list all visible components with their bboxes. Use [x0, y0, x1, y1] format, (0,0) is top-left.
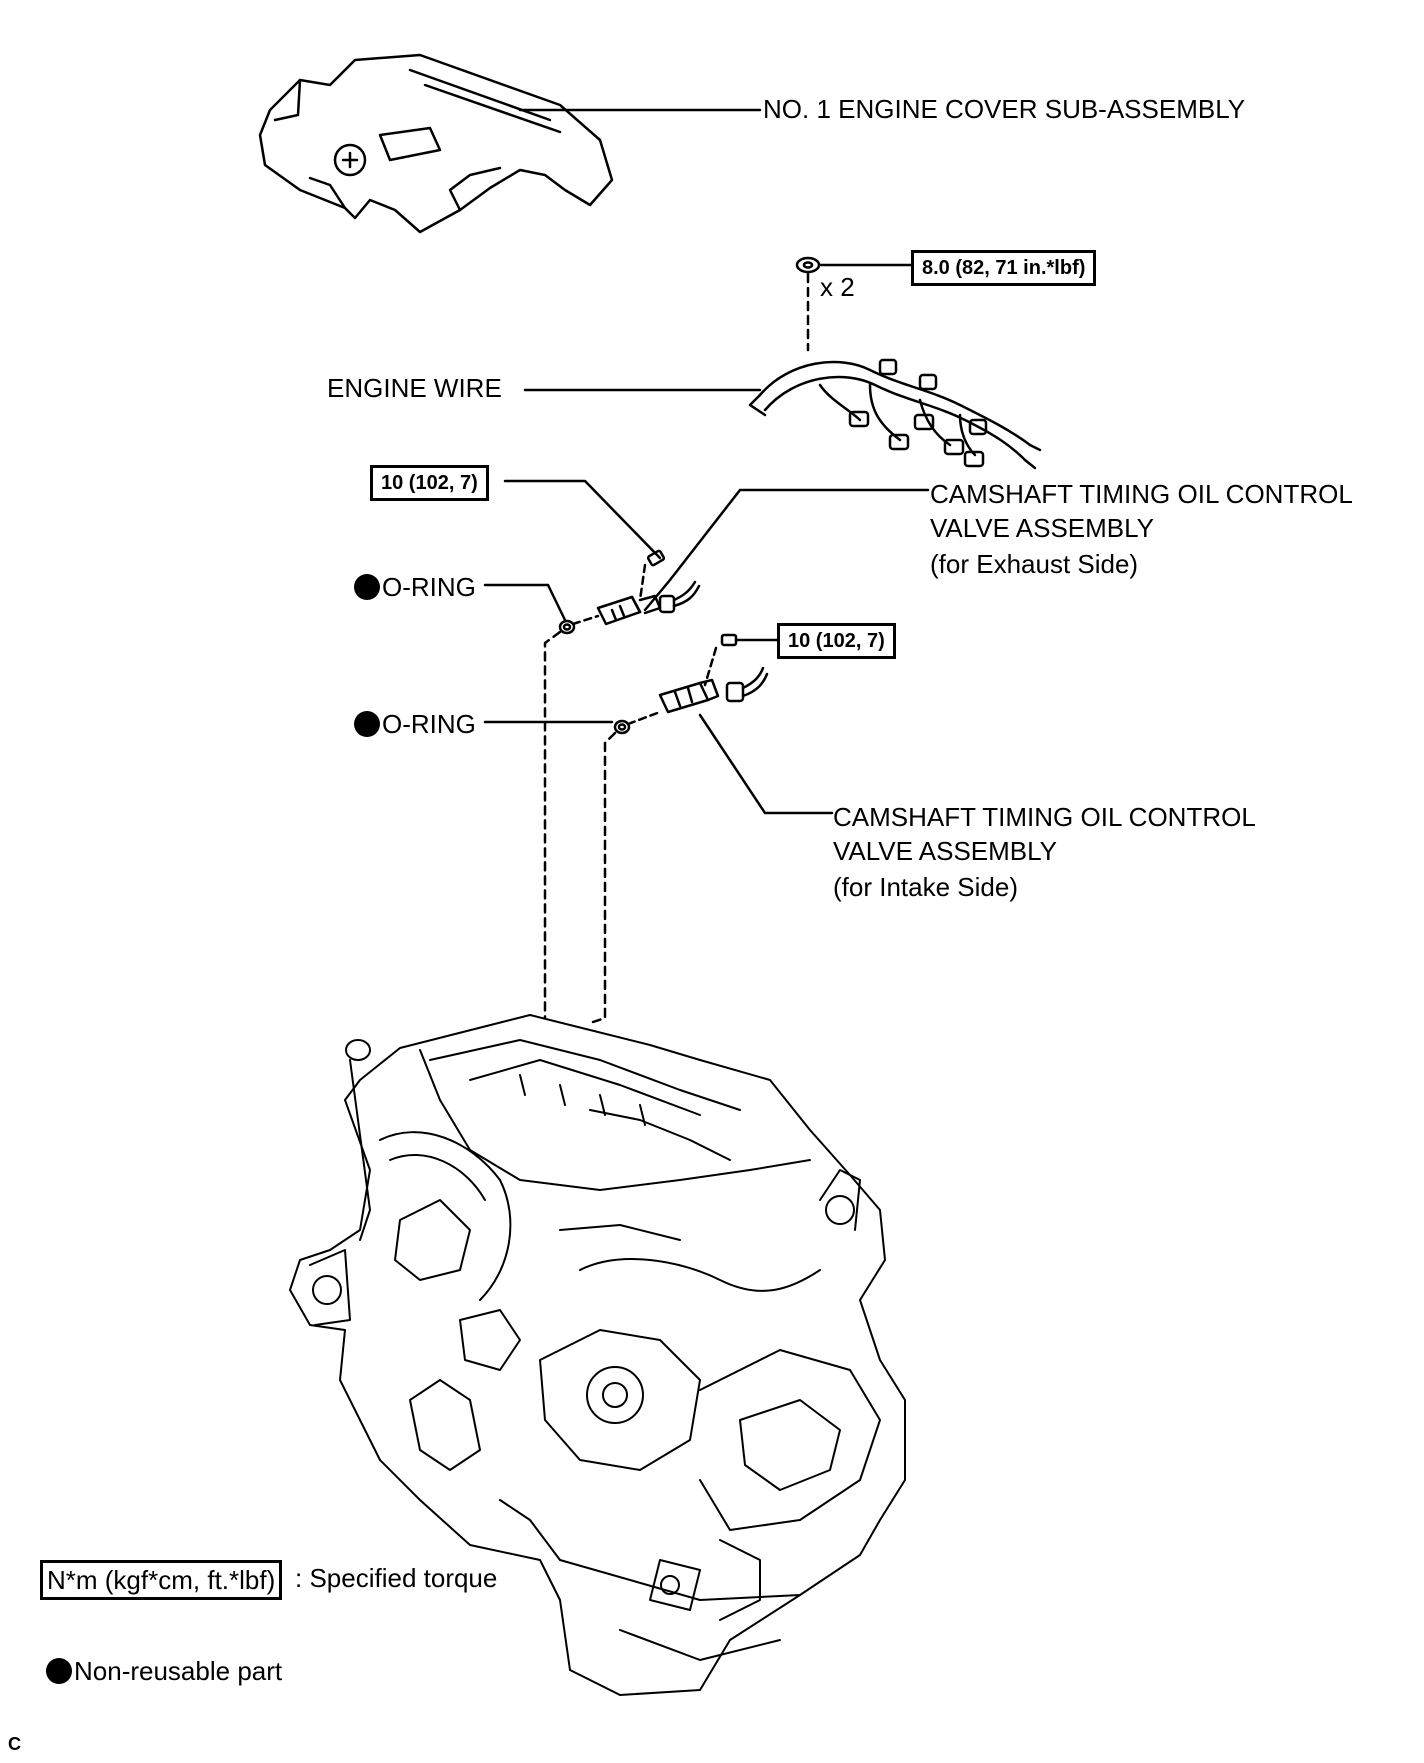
- intake-ocv-illustration: [613, 633, 834, 815]
- non-reusable-marker-icon: [354, 574, 380, 600]
- exhaust-ocv-label-line2: VALVE ASSEMBLY: [930, 513, 1154, 543]
- torque-legend-unit-box: N*m (kgf*cm, ft.*lbf): [40, 1560, 283, 1600]
- intake-ocv-label: CAMSHAFT TIMING OIL CONTROL VALVE ASSEMB…: [833, 800, 1256, 904]
- intake-bolt-torque-box: 10 (102, 7): [777, 623, 896, 659]
- engine-assembly-illustration: [289, 1014, 906, 1696]
- engine-wire-label: ENGINE WIRE: [327, 373, 502, 403]
- exhaust-bolt-torque-box: 10 (102, 7): [370, 465, 489, 501]
- exhaust-ocv-label: CAMSHAFT TIMING OIL CONTROL VALVE ASSEMB…: [930, 477, 1353, 581]
- oring-1-label: O-RING: [354, 570, 476, 604]
- non-reusable-legend-text: Non-reusable part: [74, 1656, 283, 1686]
- wire-nut-torque-box: 8.0 (82, 71 in.*lbf): [911, 250, 1097, 286]
- intake-ocv-label-line1: CAMSHAFT TIMING OIL CONTROL: [833, 802, 1256, 832]
- engine-wire-harness-illustration: [748, 358, 1042, 470]
- non-reusable-legend-icon: [46, 1658, 72, 1684]
- nut-quantity-label: x 2: [820, 272, 855, 302]
- intake-ocv-label-line3: (for Intake Side): [833, 872, 1018, 902]
- oring-2-label: O-RING: [354, 707, 476, 741]
- engine-cover-illustration: [258, 53, 614, 234]
- exhaust-ocv-illustration: [503, 479, 930, 635]
- oring-2-text: O-RING: [382, 709, 476, 739]
- torque-legend-desc: : Specified torque: [295, 1563, 498, 1593]
- exhaust-ocv-label-line1: CAMSHAFT TIMING OIL CONTROL: [930, 479, 1353, 509]
- exhaust-ocv-label-line3: (for Exhaust Side): [930, 549, 1139, 579]
- figure-code: C: [8, 1734, 21, 1754]
- installation-guide-lines: [535, 630, 617, 1027]
- non-reusable-legend: Non-reusable part: [46, 1654, 282, 1688]
- intake-ocv-label-line2: VALVE ASSEMBLY: [833, 836, 1057, 866]
- oring-1-text: O-RING: [382, 572, 476, 602]
- non-reusable-marker-icon: [354, 711, 380, 737]
- engine-cover-label: NO. 1 ENGINE COVER SUB-ASSEMBLY: [763, 94, 1246, 124]
- oring-1-leader-b: [546, 583, 567, 622]
- wire-nut-illustration: [795, 256, 914, 352]
